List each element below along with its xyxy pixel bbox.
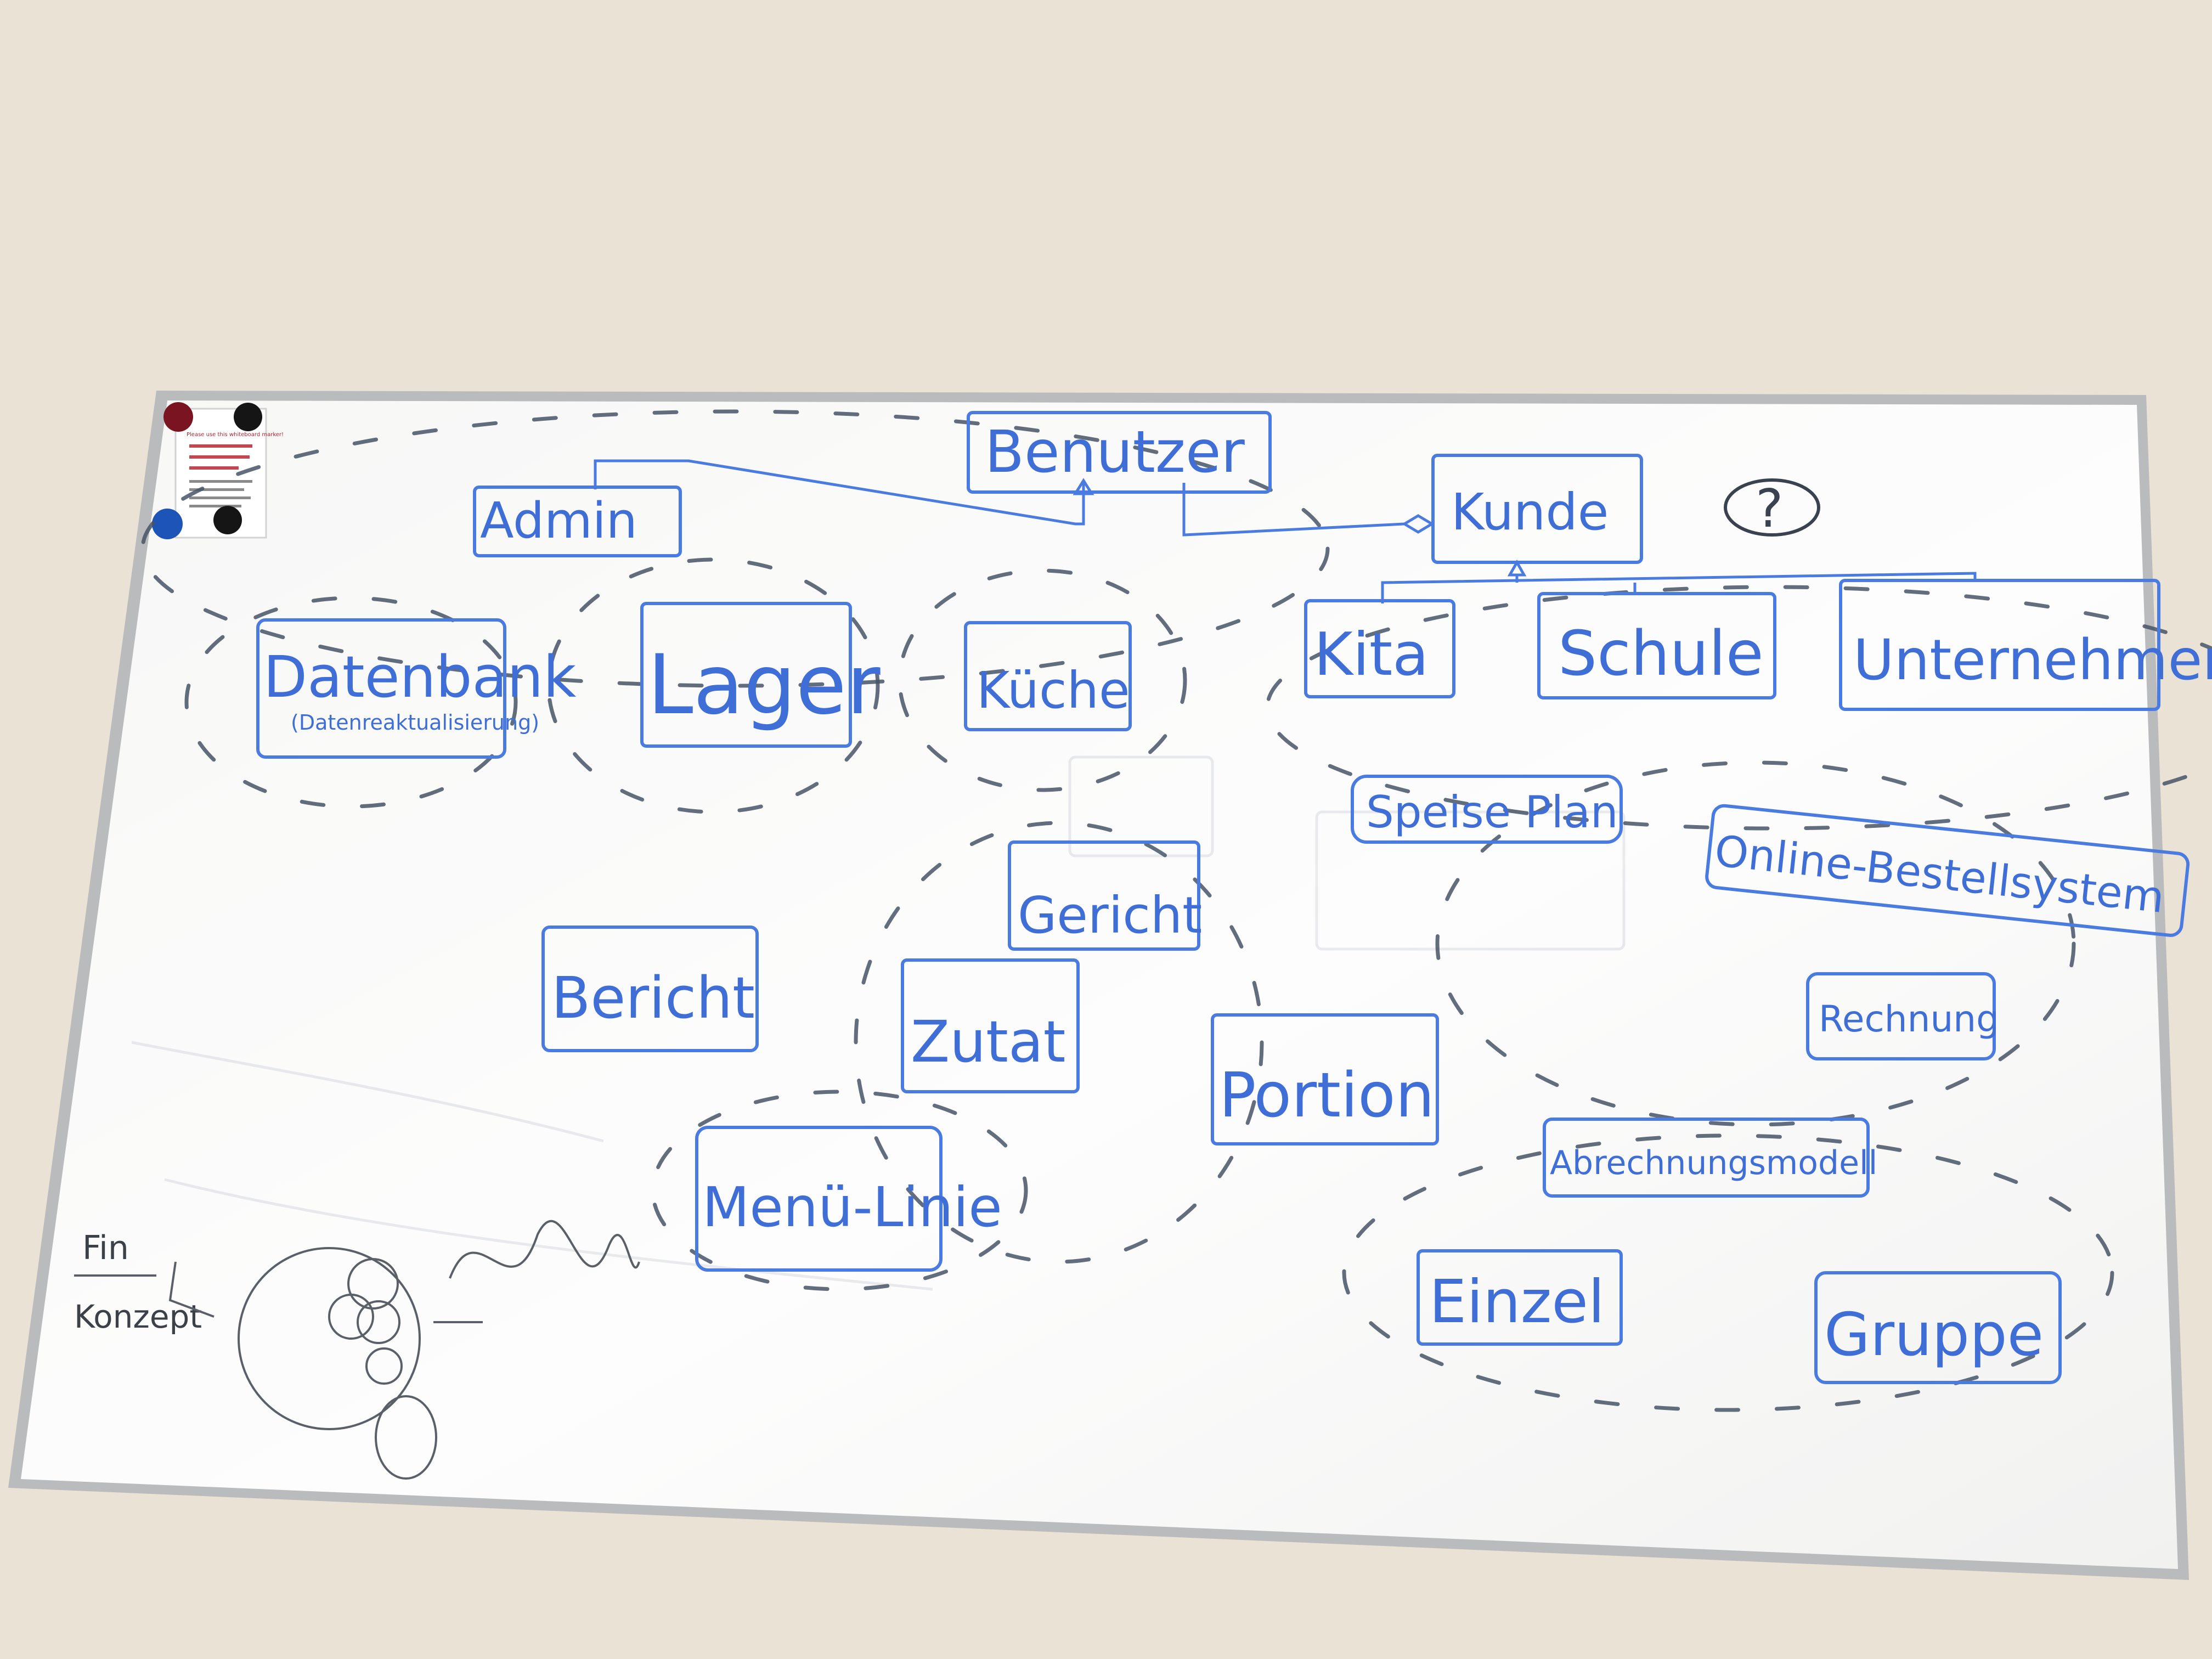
node-admin-label: Admin xyxy=(480,492,637,550)
node-bericht[interactable]: Bericht xyxy=(541,926,759,1052)
node-question[interactable]: ? xyxy=(1724,478,1820,539)
node-menue-label: Menü-Linie xyxy=(702,1175,1002,1239)
node-question-label: ? xyxy=(1756,479,1783,539)
node-gericht[interactable]: Gericht xyxy=(1008,840,1202,951)
pencil-sketch: Fin Konzept xyxy=(74,1220,640,1480)
node-schule[interactable]: Schule xyxy=(1537,592,1776,699)
node-speiseplan[interactable]: Speise Plan xyxy=(1351,775,1623,844)
node-einzel-label: Einzel xyxy=(1429,1268,1605,1336)
node-rechnung[interactable]: Rechnung xyxy=(1806,972,1999,1060)
node-rechnung-label: Rechnung xyxy=(1819,998,1999,1040)
node-kueche-label: Küche xyxy=(977,661,1130,720)
node-kunde-label: Kunde xyxy=(1451,483,1609,541)
connectors xyxy=(594,459,1977,603)
node-portion-label: Portion xyxy=(1219,1060,1435,1131)
magnet-red[interactable] xyxy=(163,402,193,432)
magnet-black-1[interactable] xyxy=(234,403,262,431)
pencil-note-konzept: Konzept xyxy=(74,1298,202,1335)
node-schule-label: Schule xyxy=(1558,618,1764,690)
pencil-note-fin: Fin xyxy=(82,1229,129,1267)
node-kueche[interactable]: Küche xyxy=(964,621,1132,731)
node-benutzer-label: Benutzer xyxy=(985,419,1245,486)
node-gruppe-label: Gruppe xyxy=(1824,1301,2044,1369)
magnet-black-2[interactable] xyxy=(213,506,242,534)
erased-ghost-marks xyxy=(131,755,1626,1291)
node-abrechnung-label: Abrechnungsmodell xyxy=(1550,1144,1877,1182)
sticker-title: Please use this whiteboard marker! xyxy=(187,432,284,438)
node-abrechnung[interactable]: Abrechnungsmodell xyxy=(1543,1118,1877,1198)
node-kunde[interactable]: Kunde xyxy=(1431,454,1643,564)
node-menue[interactable]: Menü-Linie xyxy=(695,1126,1002,1272)
node-portion[interactable]: Portion xyxy=(1211,1013,1439,1146)
node-datenbank-label: Datenbank xyxy=(263,644,576,710)
node-datenbank[interactable]: Datenbank (Datenreaktualisierung) xyxy=(256,618,576,759)
magnet-blue[interactable] xyxy=(152,509,183,539)
node-benutzer[interactable]: Benutzer xyxy=(967,411,1272,494)
node-datenbank-sublabel: (Datenreaktualisierung) xyxy=(291,710,539,735)
dashed-groupings xyxy=(140,409,2212,1412)
whiteboard-surface xyxy=(21,400,2178,1569)
node-kita[interactable]: Kita xyxy=(1304,599,1455,698)
node-lager-label: Lager xyxy=(647,637,881,733)
node-einzel[interactable]: Einzel xyxy=(1417,1249,1623,1346)
node-admin[interactable]: Admin xyxy=(473,486,682,557)
node-bericht-label: Bericht xyxy=(551,964,755,1031)
node-unternehmen-label: Unternehmen xyxy=(1853,628,2212,693)
node-kita-label: Kita xyxy=(1314,620,1429,689)
node-speiseplan-label: Speise Plan xyxy=(1366,787,1618,838)
node-zutat-label: Zutat xyxy=(911,1008,1065,1075)
magnets[interactable] xyxy=(152,402,262,539)
node-gruppe[interactable]: Gruppe xyxy=(1814,1271,2062,1384)
node-unternehmen[interactable]: Unternehmen xyxy=(1839,579,2212,711)
node-gericht-label: Gericht xyxy=(1018,886,1202,945)
node-zutat[interactable]: Zutat xyxy=(901,958,1080,1093)
node-lager[interactable]: Lager xyxy=(640,602,881,748)
